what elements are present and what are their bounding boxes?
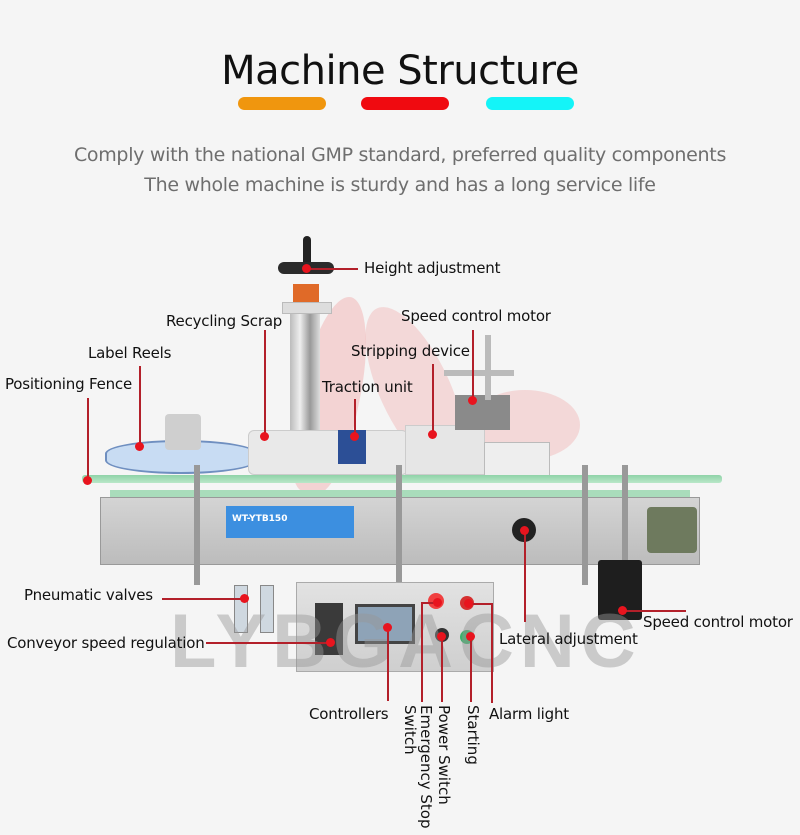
callout-dot (428, 430, 437, 439)
callout-dot (350, 432, 359, 441)
callout-lateral-adjustment: Lateral adjustment (499, 630, 638, 648)
leader-line (354, 399, 356, 435)
watermark: LYBGACNC (170, 599, 642, 684)
valve-block (484, 442, 550, 478)
subtitle-line-2: The whole machine is sturdy and has a lo… (144, 174, 656, 196)
reel-hub (165, 414, 201, 450)
callout-traction-unit: Traction unit (322, 378, 413, 396)
callout-dot (618, 606, 627, 615)
handwheel-handle (303, 236, 311, 266)
callout-power-switch: Power Switch (435, 705, 453, 805)
callout-emergency-stop-switch: Emergency Stop Switch (401, 705, 435, 829)
callout-dot (240, 594, 249, 603)
leader-line (626, 610, 686, 612)
callout-starting: Starting (464, 705, 482, 765)
callout-recycling-scrap: Recycling Scrap (166, 312, 283, 330)
bearing-block (647, 507, 697, 553)
touch-screen (355, 604, 415, 644)
leader-line (139, 366, 141, 446)
leader-line (470, 603, 492, 605)
leader-line (421, 602, 435, 604)
leader-line (432, 364, 434, 434)
callout-dot (466, 632, 475, 641)
callout-speed-control-motor-bottom: Speed control motor (643, 613, 793, 631)
accent-bar-orange (238, 97, 326, 110)
pneumatic-filter (260, 585, 274, 633)
fence-post (622, 465, 628, 585)
callout-stripping-device: Stripping device (351, 342, 470, 360)
leader-line (421, 602, 423, 702)
positioning-fence (82, 475, 722, 483)
leader-line (470, 636, 472, 702)
callout-alarm-light: Alarm light (489, 705, 569, 723)
callout-pneumatic-valves: Pneumatic valves (24, 586, 153, 604)
stripping-plate (405, 425, 485, 475)
leader-line (491, 603, 493, 703)
leader-line (472, 330, 474, 400)
sensor-post (485, 335, 491, 400)
callout-conveyor-speed-regulation: Conveyor speed regulation (7, 634, 205, 652)
leader-line (524, 530, 526, 622)
height-collar (293, 284, 319, 302)
accent-bar-red (361, 97, 449, 110)
leader-line (162, 598, 242, 600)
callout-positioning-fence: Positioning Fence (5, 375, 132, 393)
callout-dot (433, 598, 442, 607)
model-plate: WT-YTB150 (226, 506, 354, 538)
fence-post (194, 465, 200, 585)
motor-bracket (455, 395, 510, 430)
fence-post (396, 465, 402, 585)
leader-line (264, 330, 266, 435)
column-cap (282, 302, 332, 314)
callout-dot (464, 599, 473, 608)
callout-dot (520, 526, 529, 535)
callout-dot (83, 476, 92, 485)
labeling-head (248, 430, 408, 475)
callout-dot (326, 638, 335, 647)
callout-dot (135, 442, 144, 451)
callout-label-reels: Label Reels (88, 344, 172, 362)
leader-line (87, 398, 89, 480)
subtitle-line-1: Comply with the national GMP standard, p… (73, 144, 727, 166)
page-title: Machine Structure (221, 48, 579, 94)
fence-post (582, 465, 588, 585)
accent-bar-cyan (486, 97, 574, 110)
callout-dot (383, 623, 392, 632)
callout-height-adjustment: Height adjustment (364, 259, 501, 277)
leader-line (308, 268, 358, 270)
callout-controllers: Controllers (309, 705, 389, 723)
sensor-arm (444, 370, 514, 376)
callout-dot (437, 632, 446, 641)
leader-line (441, 636, 443, 702)
callout-dot (302, 264, 311, 273)
leader-line (387, 627, 389, 701)
callout-dot (260, 432, 269, 441)
leader-line (206, 642, 330, 644)
callout-speed-control-motor-top: Speed control motor (401, 307, 551, 325)
callout-dot (468, 396, 477, 405)
model-plate-text: WT-YTB150 (232, 514, 288, 524)
